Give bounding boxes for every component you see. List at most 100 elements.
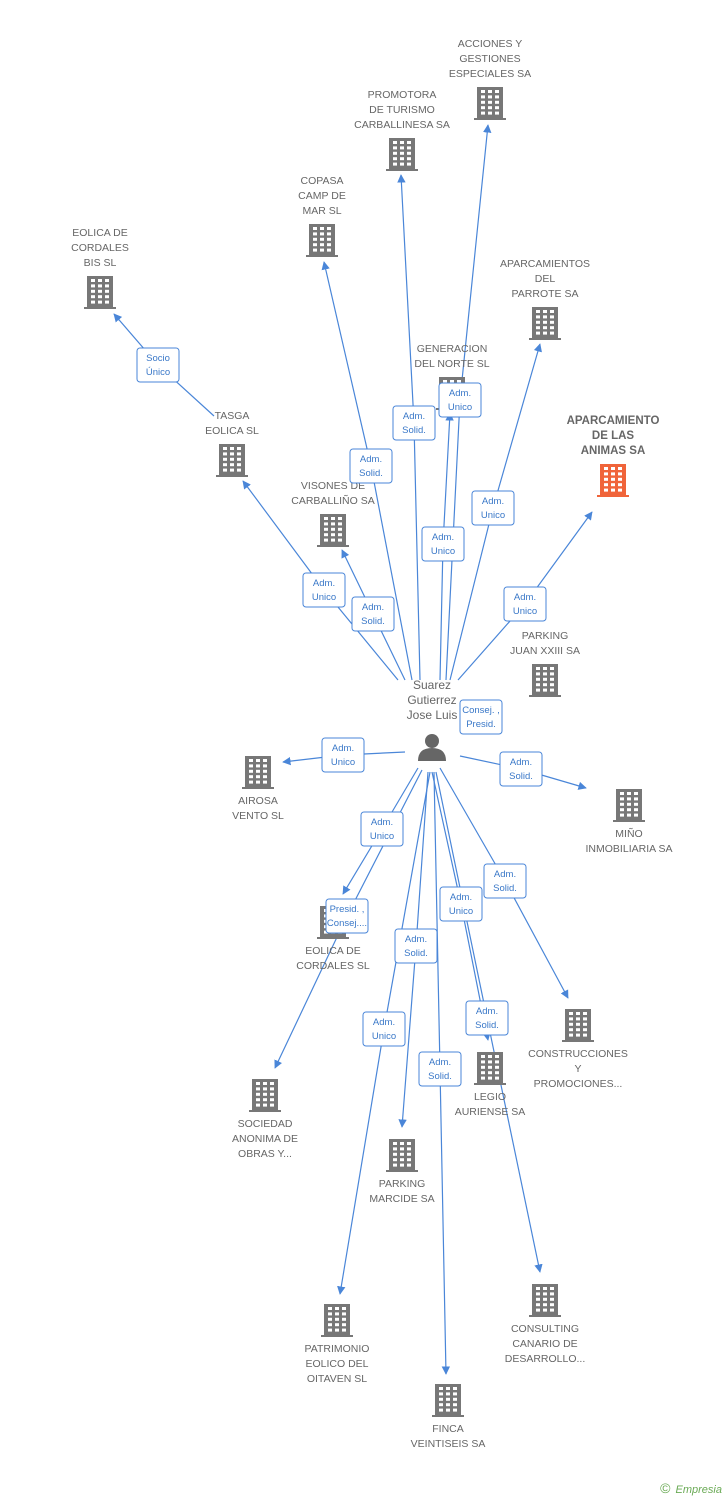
company-name: PARKING	[522, 630, 568, 642]
edge-label-patrimonio[interactable]: Adm.Unico	[362, 1011, 406, 1047]
company-name: GENERACION	[417, 343, 488, 355]
edge-label-text: Unico	[372, 1031, 396, 1042]
edge-label-mino[interactable]: Adm.Solid.	[499, 751, 543, 787]
company-name: DEL	[535, 273, 556, 285]
company-name: PARROTE SA	[512, 288, 579, 300]
edge-label-text: Adm.	[494, 869, 516, 880]
brand-name: Empresia	[675, 1484, 722, 1496]
edge-label-box	[503, 586, 547, 622]
edge-label-text: Presid.	[466, 719, 496, 730]
company-name: LEGIO	[474, 1091, 506, 1103]
company-name: APARCAMIENTO	[567, 415, 660, 427]
edge-label-consulting[interactable]: Adm.Solid.	[465, 1000, 509, 1036]
edge-label-finca[interactable]: Adm. Solid.	[418, 1051, 462, 1087]
company-name: MARCIDE SA	[369, 1193, 434, 1205]
edge-label-parking-juan[interactable]: Consej. , Presid.	[459, 699, 503, 735]
edge-labels-layer: Adm.UnicoAdm.Solid.Adm.Solid.Adm.UnicoSo…	[136, 347, 547, 1087]
edge-label-airosa[interactable]: Adm.Unico	[321, 737, 365, 773]
footer-brand[interactable]: © Empresia	[660, 1480, 722, 1496]
edge-label-promotora[interactable]: Adm.Solid.	[392, 405, 436, 441]
company-name: ACCIONES Y	[458, 38, 523, 50]
person-name: Suarez	[413, 678, 451, 692]
company-name: Y	[574, 1063, 581, 1075]
edge-label-acciones[interactable]: Adm.Unico	[438, 382, 482, 418]
edge-label-box	[465, 1000, 509, 1036]
company-name: DEL NORTE SL	[414, 358, 489, 370]
company-name: MAR SL	[302, 205, 341, 217]
company-node-construcciones[interactable]: CONSTRUCCIONESYPROMOCIONES...	[528, 1009, 628, 1090]
edge-label-text: Presid. ,	[330, 904, 365, 915]
person-icon	[418, 734, 446, 761]
edge-label-copasa[interactable]: Adm.Solid.	[349, 448, 393, 484]
edge-label-legio[interactable]: Adm.Unico	[439, 886, 483, 922]
company-name: ANONIMA DE	[232, 1133, 298, 1145]
company-name: INMOBILIARIA SA	[586, 843, 673, 855]
edge-label-eolica-cordales[interactable]: Adm.Unico	[360, 811, 404, 847]
company-name: TASGA	[215, 410, 250, 422]
edge-label-box	[321, 737, 365, 773]
building-icon	[432, 1384, 464, 1417]
building-icon	[306, 224, 338, 257]
company-name: AIROSA	[238, 795, 278, 807]
edge-label-box	[325, 898, 369, 934]
company-name: PROMOTORA	[368, 89, 437, 101]
company-name: EOLICA DE	[72, 227, 127, 239]
company-name: CARBALLINESA SA	[354, 119, 450, 131]
edge-label-sociedad[interactable]: Presid. , Consej....	[325, 898, 369, 934]
company-name: CORDALES SL	[296, 960, 370, 972]
company-name: CANARIO DE	[512, 1338, 577, 1350]
company-name: CAMP DE	[298, 190, 346, 202]
edge-label-aparcamientos-parrote[interactable]: Adm.Unico	[471, 490, 515, 526]
edge-label-text: Consej. ,	[462, 705, 500, 716]
company-name: GESTIONES	[459, 53, 520, 65]
edge-label-box	[349, 448, 393, 484]
company-name: DE LAS	[592, 430, 635, 442]
edge-label-parking-marcide[interactable]: Adm.Solid.	[394, 928, 438, 964]
edge-label-text: Adm.	[362, 602, 384, 613]
building-icon	[317, 514, 349, 547]
building-icon	[474, 1052, 506, 1085]
company-name: MIÑO	[615, 827, 642, 840]
edge-label-visones[interactable]: Adm.Solid.	[351, 596, 395, 632]
edge-label-text: Unico	[312, 592, 336, 603]
edge-label-text: Unico	[431, 546, 455, 557]
building-icon	[529, 307, 561, 340]
edge-label-tasga[interactable]: Adm.Unico	[302, 572, 346, 608]
building-icon	[386, 1139, 418, 1172]
company-name: EOLICA DE	[305, 945, 360, 957]
edge-label-box	[439, 886, 483, 922]
edge-label-text: Adm.	[429, 1057, 451, 1068]
edge-label-aparcamiento-animas[interactable]: Adm.Unico	[503, 586, 547, 622]
edge-label-construcciones[interactable]: Adm.Solid.	[483, 863, 527, 899]
company-node-airosa[interactable]: AIROSA VENTO SL	[232, 756, 284, 822]
company-name: CORDALES	[71, 242, 129, 254]
edge-label-text: Adm.	[450, 892, 472, 903]
edge-label-box	[394, 928, 438, 964]
person-name: Jose Luis	[407, 708, 458, 722]
company-name: DESARROLLO...	[505, 1353, 586, 1365]
edge-label-text: Solid.	[428, 1071, 452, 1082]
company-name: FINCA	[432, 1423, 464, 1435]
company-name: VENTO SL	[232, 810, 284, 822]
company-node-mino[interactable]: MIÑO INMOBILIARIA SA	[586, 789, 673, 855]
edge-label-text: Consej....	[327, 918, 367, 929]
edge-label-generacion[interactable]: Adm.Unico	[421, 526, 465, 562]
